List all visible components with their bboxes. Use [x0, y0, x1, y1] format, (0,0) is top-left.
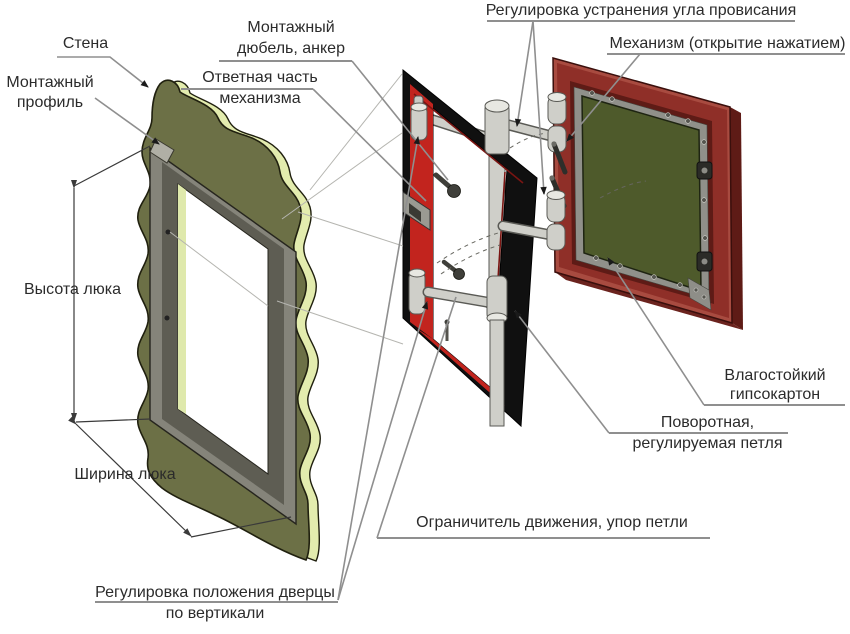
frame-hinge-top	[410, 95, 428, 141]
door-hinge-top	[547, 92, 567, 153]
profile-end-cap	[149, 138, 175, 164]
label-mechanism-counterpart: Ответная часть механизма	[202, 69, 318, 107]
door-side-bottom	[555, 272, 743, 330]
label-push-mechanism: Механизм (открытие нажатием)	[609, 35, 846, 52]
label-limiter: Ограничитель движения, упор петли	[416, 514, 688, 531]
label-hatch-height: Высота люка	[24, 281, 121, 298]
hinge-arm-frame-bottom	[424, 288, 496, 307]
anchor-screw	[433, 172, 461, 198]
label-mounting-dowel: Монтажный дюбель, анкер	[237, 19, 345, 57]
swing-arcs	[436, 132, 647, 275]
hinge-bar-lower	[489, 319, 505, 427]
hinge-arm-door-bottom	[499, 222, 555, 239]
sag-adjuster	[551, 141, 568, 175]
door-side-right	[730, 107, 743, 330]
push-latch	[696, 251, 713, 272]
label-hinge: Поворотная, регулируемая петля	[632, 414, 783, 452]
hinge-linkage	[484, 92, 568, 427]
leader-lines	[57, 20, 845, 603]
door-corner-plate	[687, 277, 712, 311]
label-wall: Стена	[48, 34, 123, 54]
wall-edge-through-opening	[178, 184, 186, 414]
label-vertical-adjustment: Регулировка положения дверцы по вертикал…	[95, 584, 335, 622]
label-mounting-profile: Монтажный профиль	[6, 74, 94, 111]
push-latch	[696, 161, 713, 180]
label-wall-line: Стена	[62, 35, 109, 52]
label-sag-adjustment: Регулировка устранения угла провисания	[485, 2, 797, 19]
profile-screw-hole	[164, 315, 170, 321]
label-hatch-width: Ширина люка	[74, 466, 176, 483]
label-drywall: Влагостойкий гипсокартон	[724, 367, 826, 403]
striker-plate	[402, 191, 431, 231]
door-rivets	[589, 90, 708, 288]
anchor-screw	[441, 259, 465, 280]
frame-red-bottom	[416, 328, 505, 406]
frame-red-top-line	[413, 93, 524, 184]
profile-screw-hole	[165, 229, 171, 235]
hinge-arm-door-top	[501, 120, 555, 140]
dimension-width	[68, 416, 292, 538]
door-assembly	[552, 57, 743, 330]
door-hinge-bottom	[546, 190, 566, 251]
